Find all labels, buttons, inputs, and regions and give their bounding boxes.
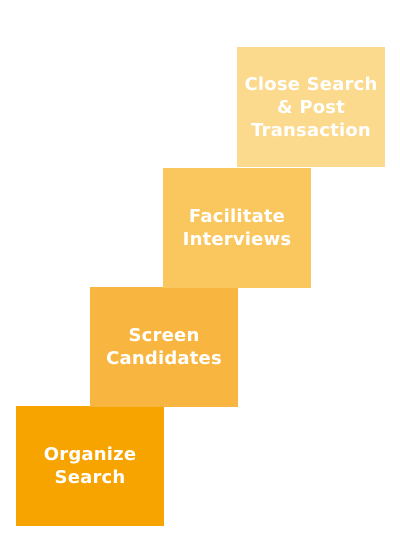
step-close-search: Close Search & Post Transaction (237, 47, 385, 167)
step-label-line: Screen (128, 325, 200, 346)
step-label-line: Search (54, 467, 126, 488)
step-label: Screen Candidates (106, 324, 222, 370)
step-label-line: Transaction (251, 119, 371, 141)
step-facilitate-interviews: Facilitate Interviews (163, 168, 311, 288)
step-label-line: Organize (43, 444, 137, 465)
step-screen-candidates: Screen Candidates (90, 287, 238, 407)
step-label: Close Search & Post Transaction (244, 73, 377, 142)
step-label-line: Close Search (244, 73, 378, 95)
step-label: Facilitate Interviews (183, 205, 292, 251)
step-organize-search: Organize Search (16, 406, 164, 526)
step-label-line: Interviews (182, 229, 292, 250)
step-label-line: & Post (276, 96, 346, 118)
step-label-line: Candidates (106, 348, 222, 369)
step-label: Organize Search (44, 443, 136, 489)
step-label-line: Facilitate (188, 206, 286, 227)
